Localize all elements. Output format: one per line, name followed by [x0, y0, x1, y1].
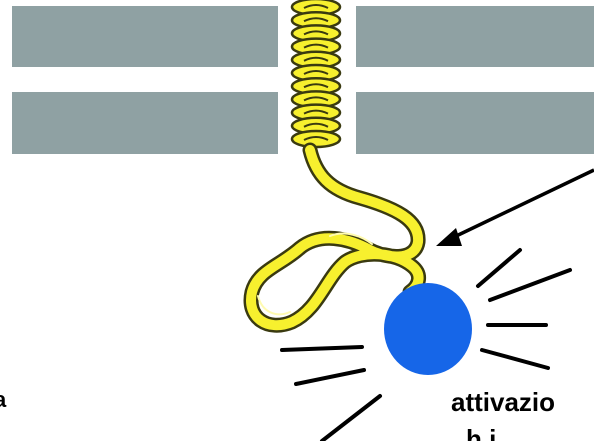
effector-sphere	[384, 283, 472, 375]
burst-line	[478, 250, 520, 286]
membrane-upper-left	[12, 6, 278, 67]
membrane-lower-left	[12, 92, 278, 154]
burst-line	[282, 347, 362, 350]
arrow-shaft	[452, 170, 594, 238]
transmembrane-helix-icon	[292, 0, 340, 147]
membrane-upper-right	[356, 6, 594, 67]
helix-coil	[292, 131, 340, 147]
label-left: a	[0, 389, 6, 411]
blue-sphere-icon	[384, 283, 472, 375]
burst-line	[490, 270, 570, 300]
label-activation-line2: h i	[466, 426, 496, 441]
receptor-tail	[251, 150, 419, 325]
arrow-head	[436, 228, 462, 246]
burst-line	[322, 396, 380, 441]
receptor-tail-fill	[251, 150, 419, 325]
pointer-arrow	[436, 170, 594, 246]
membrane-lower-right	[356, 92, 594, 154]
label-activation: attivazio	[451, 389, 555, 415]
burst-line	[482, 350, 548, 368]
burst-line	[296, 370, 364, 384]
